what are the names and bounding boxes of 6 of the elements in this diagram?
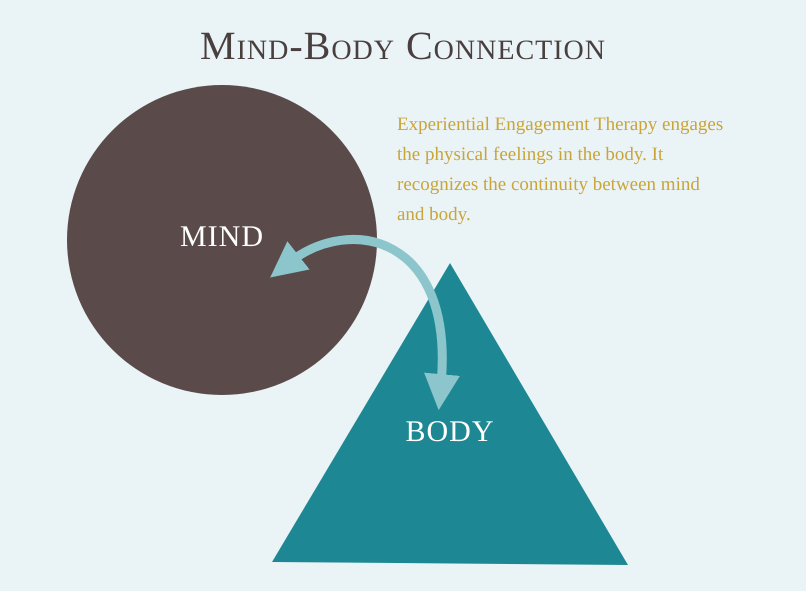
node-label: MIND	[179, 220, 265, 254]
curved-arrow	[268, 235, 460, 410]
node-label: BODY	[404, 415, 496, 449]
triangle-node	[272, 263, 628, 565]
title: Mind-Body Connection	[199, 22, 607, 69]
description-text: Experiential Engagement Therapy engages the physical feelings in the body. It recognizes the continuity between mind and body.	[397, 113, 724, 227]
